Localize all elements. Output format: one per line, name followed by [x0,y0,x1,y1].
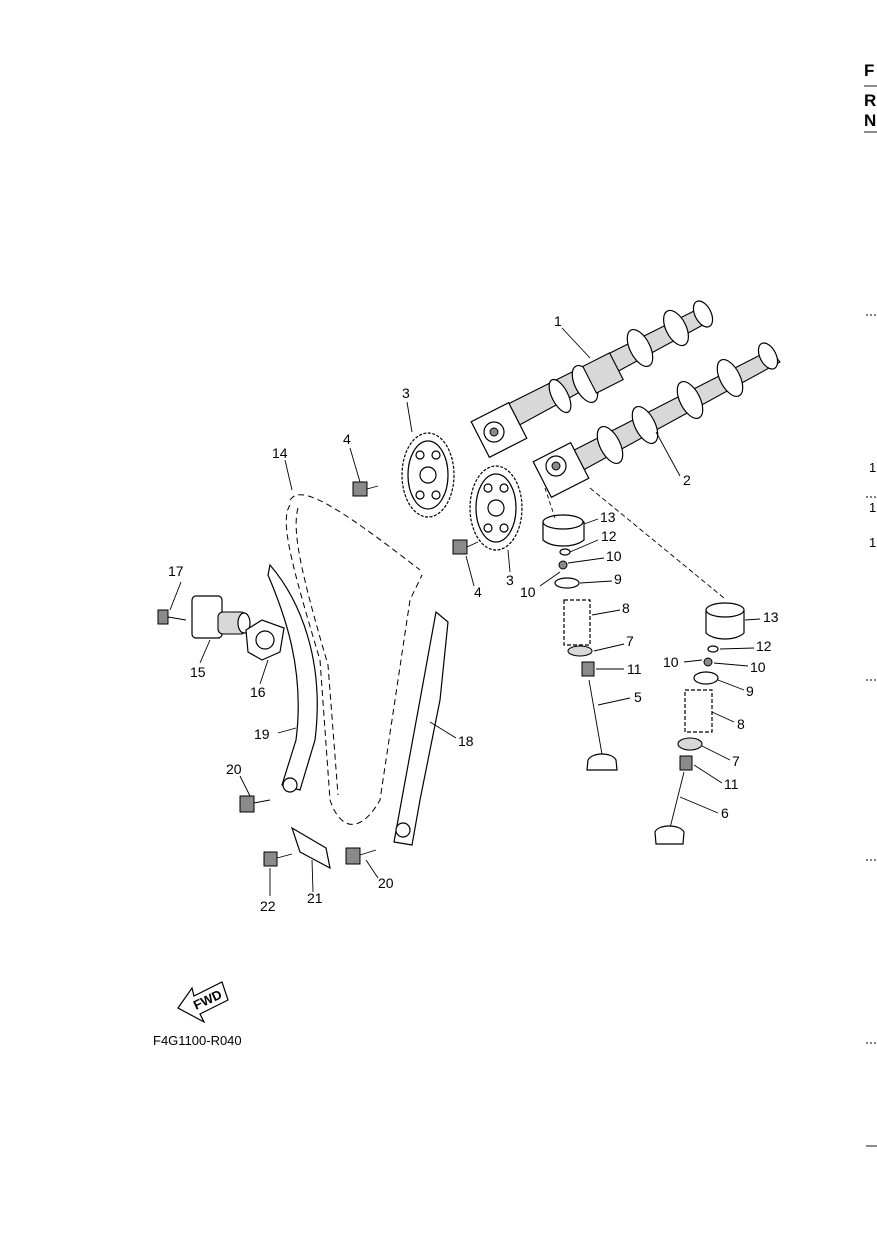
edge-mark-2: 1 [869,500,876,515]
valve-train-exhaust [654,602,745,845]
callout-20-left: 20 [226,761,242,777]
callout-3-upper: 3 [402,385,410,401]
callout-4-lower: 4 [474,584,482,600]
callout-10-intake-left: 10 [520,584,536,600]
sprocket-bolt-upper [352,481,379,497]
callout-11-intake: 11 [627,661,642,677]
callout-8-intake: 8 [622,600,630,616]
tensioner-bolt [157,609,187,625]
callout-4-upper: 4 [343,431,351,447]
callout-9-exhaust: 9 [746,683,754,699]
leader-lines [169,327,761,896]
callout-15: 15 [190,664,206,680]
callout-19: 19 [254,726,270,742]
camshaft-intake [470,300,714,459]
callout-12-exhaust: 12 [756,638,772,654]
stopper-plate-bolt [263,851,293,867]
callout-9-intake: 9 [614,571,622,587]
callout-2: 2 [683,472,691,488]
callout-12-intake: 12 [601,528,617,544]
callout-20-right: 20 [378,875,394,891]
callout-13-intake: 13 [600,509,616,525]
edge-letter-r: R [864,91,876,110]
callout-3-lower: 3 [506,572,514,588]
callout-11-exhaust: 11 [724,776,739,792]
valve-train-intake [542,514,618,771]
callout-14: 14 [272,445,288,461]
callout-10-intake-right: 10 [606,548,622,564]
chain-guide-exhaust-side [393,610,449,846]
callout-17: 17 [168,563,184,579]
callout-21: 21 [307,890,323,906]
edge-letter-n: N [864,111,876,130]
timing-chain [285,494,423,825]
guide-stopper-plate [290,826,331,870]
camshaft-exhaust [532,342,781,499]
cam-sprocket-upper [401,432,455,518]
callout-10-exhaust-right: 10 [750,659,766,675]
cam-sprocket-lower [469,465,523,551]
callout-18: 18 [458,733,474,749]
guide-bolt-right [345,847,377,865]
callout-7-exhaust: 7 [732,753,740,769]
fwd-arrow: FWD [177,981,229,1024]
callout-22: 22 [260,898,276,914]
edge-mark-3: 1 [869,535,876,550]
callout-8-exhaust: 8 [737,716,745,732]
chain-guide-tensioner-side [267,563,318,793]
callout-7-intake: 7 [626,633,634,649]
reference-code: F4G1100-R040 [153,1033,242,1048]
edge-header: F R N 1 1 1 [864,61,877,1147]
chain-tensioner [191,595,251,639]
callout-5: 5 [634,689,642,705]
edge-mark-1: 1 [869,460,876,475]
sprocket-bolt-lower [452,539,479,555]
callout-10-exhaust-left: 10 [663,654,679,670]
callout-labels: 1 2 3 3 4 4 5 6 7 7 8 8 9 9 10 10 10 10 … [168,313,779,914]
callout-16: 16 [250,684,266,700]
callout-1: 1 [554,313,562,329]
callout-13-exhaust: 13 [763,609,779,625]
edge-letter-f: F [864,61,874,80]
guide-bolt-left [239,795,271,813]
callout-6: 6 [721,805,729,821]
tensioner-gasket [245,619,285,661]
